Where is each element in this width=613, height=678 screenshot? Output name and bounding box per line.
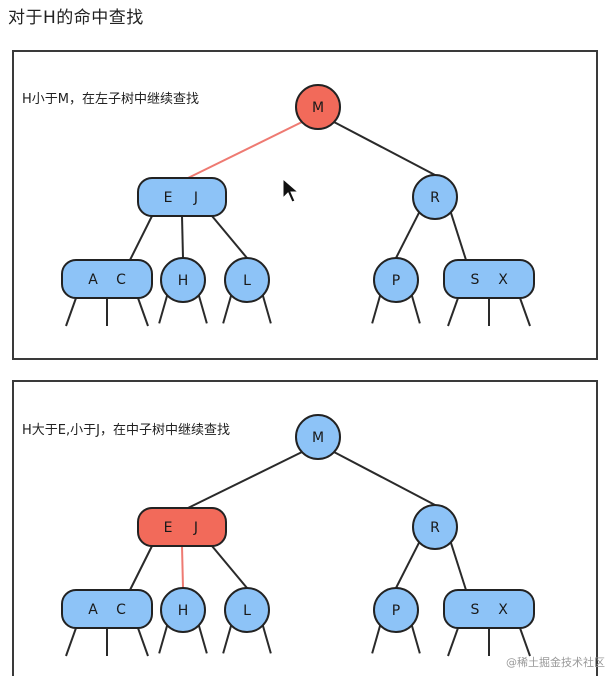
node-key-label: P: [392, 273, 400, 289]
node-key-label: H: [178, 603, 189, 619]
node-circle: [412, 174, 458, 220]
node-circle: [160, 257, 206, 303]
tree-edge-M-R: [333, 451, 436, 506]
node-key-label: C: [116, 272, 126, 288]
leaf-pointer-P: [410, 295, 421, 324]
leaf-pointer-SX: [447, 297, 459, 327]
leaf-pointer-H: [197, 295, 208, 324]
tree-edge-EJ-H: [181, 545, 184, 589]
node-rect: [137, 507, 227, 547]
node-circle: [373, 587, 419, 633]
node-circle: [295, 414, 341, 460]
arrow-cursor-icon: [282, 178, 300, 203]
node-key-label: L: [243, 273, 251, 289]
tree-node-R: R: [412, 504, 458, 550]
leaf-pointer-SX: [519, 627, 531, 657]
node-key-label: S: [471, 602, 480, 618]
page-title: 对于H的命中查找: [8, 8, 144, 28]
node-key-label: E: [164, 520, 173, 536]
leaf-pointer-P: [410, 625, 421, 654]
node-key-label: J: [193, 520, 198, 536]
node-key-label: A: [88, 602, 98, 618]
leaf-pointer-H: [158, 625, 169, 654]
node-key-label: A: [88, 272, 98, 288]
leaf-pointer-L: [222, 295, 233, 324]
tree-edge-EJ-H: [181, 215, 184, 259]
node-key-label: S: [471, 272, 480, 288]
tree-node-M: M: [295, 84, 341, 130]
node-key-label: M: [312, 100, 324, 116]
node-key-label: J: [193, 190, 198, 206]
leaf-pointer-AC: [65, 297, 77, 327]
node-key-label: E: [164, 190, 173, 206]
tree-node-P: P: [373, 257, 419, 303]
leaf-pointer-H: [197, 625, 208, 654]
panel-caption: H大于E,小于J，在中子树中继续查找: [22, 423, 230, 438]
tree-edge-R-P: [395, 541, 421, 589]
node-rect: [443, 589, 535, 629]
tree-edge-M-EJ: [187, 451, 303, 509]
panel-caption: H小于M，在左子树中继续查找: [22, 92, 199, 107]
node-key-label: L: [243, 603, 251, 619]
leaf-pointer-AC: [137, 297, 149, 327]
leaf-pointer-L: [261, 625, 272, 654]
node-rect: [137, 177, 227, 217]
tree-node-H: H: [160, 587, 206, 633]
node-key-label: X: [498, 602, 508, 618]
leaf-pointer-P: [371, 625, 382, 654]
leaf-pointer-L: [222, 625, 233, 654]
watermark: @稀土掘金技术社区: [506, 656, 605, 669]
tree-edge-R-SX: [449, 212, 467, 261]
tree-node-H: H: [160, 257, 206, 303]
node-key-label: R: [430, 190, 440, 206]
node-circle: [412, 504, 458, 550]
tree-edge-EJ-AC: [129, 215, 153, 261]
tree-node-P: P: [373, 587, 419, 633]
tree-node-L: L: [224, 257, 270, 303]
node-circle: [160, 587, 206, 633]
tree-edge-EJ-L: [211, 215, 248, 259]
leaf-pointer-SX: [447, 627, 459, 657]
node-rect: [61, 589, 153, 629]
tree-edge-R-P: [395, 211, 421, 259]
node-key-label: P: [392, 603, 400, 619]
leaf-pointer-P: [371, 295, 382, 324]
node-key-label: X: [498, 272, 508, 288]
tree-node-R: R: [412, 174, 458, 220]
leaf-pointer-H: [158, 295, 169, 324]
node-key-label: H: [178, 273, 189, 289]
tree-edge-EJ-AC: [129, 545, 153, 591]
tree-edge-M-EJ: [187, 121, 303, 179]
tree-edge-EJ-L: [211, 545, 248, 589]
node-key-label: R: [430, 520, 440, 536]
node-key-label: M: [312, 430, 324, 446]
node-key-label: C: [116, 602, 126, 618]
tree-edge-M-R: [333, 121, 436, 176]
tree-node-M: M: [295, 414, 341, 460]
node-rect: [61, 259, 153, 299]
leaf-pointer-SX: [519, 297, 531, 327]
leaf-pointer-AC: [65, 627, 77, 657]
node-circle: [224, 257, 270, 303]
node-rect: [443, 259, 535, 299]
node-circle: [224, 587, 270, 633]
tree-edge-R-SX: [449, 542, 467, 591]
node-circle: [295, 84, 341, 130]
leaf-pointer-AC: [137, 627, 149, 657]
node-circle: [373, 257, 419, 303]
leaf-pointer-L: [261, 295, 272, 324]
tree-node-L: L: [224, 587, 270, 633]
